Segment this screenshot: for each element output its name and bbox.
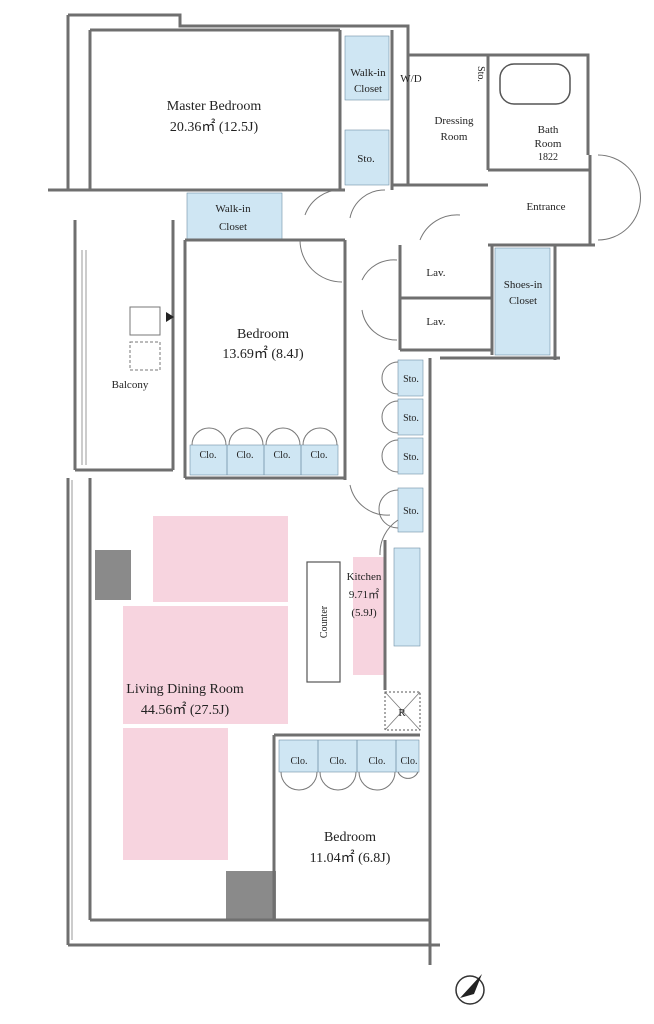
walk-in-closet-mid-line1: Walk-in [215, 203, 251, 215]
living-dining-name: Living Dining Room [126, 682, 244, 697]
kitchen-name: Kitchen [347, 571, 382, 583]
bath-storage-label: Sto. [475, 66, 486, 82]
bath-room-line2: Room [535, 138, 562, 150]
lav-2-label: Lav. [426, 316, 445, 328]
closet-mid-2: Clo. [237, 450, 254, 461]
column-left [95, 550, 131, 600]
ac-unit-2 [129, 341, 161, 371]
storage-top-label: Sto. [357, 153, 375, 165]
column-bottom [226, 871, 276, 921]
wd-label: W/D [400, 73, 421, 85]
ac-unit-1 [129, 306, 161, 336]
closet-mid-1: Clo. [200, 450, 217, 461]
kitchen-tatami: (5.9J) [351, 607, 377, 619]
kitchen-island-counter [306, 561, 341, 683]
walk-in-closet-top-line1: Walk-in [350, 67, 386, 79]
bedroom-low-area: 11.04㎡ (6.8J) [310, 850, 391, 866]
ldk-highlight-areas [123, 516, 386, 860]
living-highlight-mid [123, 606, 288, 724]
balcony-units [129, 306, 161, 371]
sto-stack-2-fill [397, 398, 424, 436]
closet-low-1: Clo. [291, 756, 308, 767]
walk-in-closet-mid-line2: Closet [219, 221, 247, 233]
bedroom-mid-name: Bedroom [237, 327, 289, 342]
closet-low-2: Clo. [330, 756, 347, 767]
dressing-room-line2: Room [441, 131, 468, 143]
kitchen-counter-fill [393, 547, 421, 647]
counter-label: Counter [319, 605, 330, 638]
kitchen-highlight [353, 557, 386, 675]
balcony-arrow-icon [166, 312, 174, 322]
bathtub [499, 63, 571, 105]
north-arrow-icon [455, 974, 485, 1005]
lav-1-label: Lav. [426, 267, 445, 279]
fridge-label: R [398, 707, 406, 719]
walk-in-closet-top-fill [344, 35, 390, 101]
shoes-closet-line2: Closet [509, 295, 537, 307]
kitchen-area: 9.71㎡ [349, 588, 379, 601]
master-bedroom-area: 20.36㎡ (12.5J) [170, 119, 259, 135]
closet-dividers [226, 445, 397, 772]
closet-low-3: Clo. [369, 756, 386, 767]
living-dining-area: 44.56㎡ (27.5J) [141, 702, 230, 718]
closet-mid-4: Clo. [311, 450, 328, 461]
master-bedroom-name: Master Bedroom [167, 99, 262, 114]
closet-mid-3: Clo. [274, 450, 291, 461]
walk-in-closet-top-line2: Closet [354, 83, 382, 95]
refrigerator [384, 691, 421, 731]
closet-door-arcs [191, 361, 419, 791]
bath-room-size: 1822 [538, 152, 558, 163]
living-highlight-top [153, 516, 288, 602]
sto-stack-3-fill [397, 437, 424, 475]
bath-room-line1: Bath [538, 124, 559, 136]
balcony-label: Balcony [112, 379, 149, 391]
bedroom-mid-area: 13.69㎡ (8.4J) [222, 346, 304, 362]
living-highlight-low [123, 728, 228, 860]
labels: Master Bedroom 20.36㎡ (12.5J) Walk-in Cl… [112, 66, 566, 866]
fridge-diagonals [384, 691, 421, 731]
sto-stack-4: Sto. [403, 506, 419, 517]
closet-low-4: Clo. [401, 756, 418, 767]
door-swings [299, 154, 641, 556]
sto-stack-1-fill [397, 359, 424, 397]
storage-top-fill [344, 129, 390, 186]
entrance-label: Entrance [526, 201, 565, 213]
sto-stack-2: Sto. [403, 413, 419, 424]
walls [48, 13, 595, 965]
walk-in-closet-mid-fill [186, 192, 283, 240]
columns [95, 550, 276, 921]
balcony-rails [71, 250, 87, 940]
sto-stack-1: Sto. [403, 374, 419, 385]
shoes-closet-line1: Shoes-in [504, 279, 543, 291]
bedroom-low-name: Bedroom [324, 830, 376, 845]
sto-stack-3: Sto. [403, 452, 419, 463]
dressing-room-line1: Dressing [434, 115, 474, 127]
sto-stack-4-fill [397, 487, 424, 533]
shoes-closet-fill [494, 247, 551, 356]
